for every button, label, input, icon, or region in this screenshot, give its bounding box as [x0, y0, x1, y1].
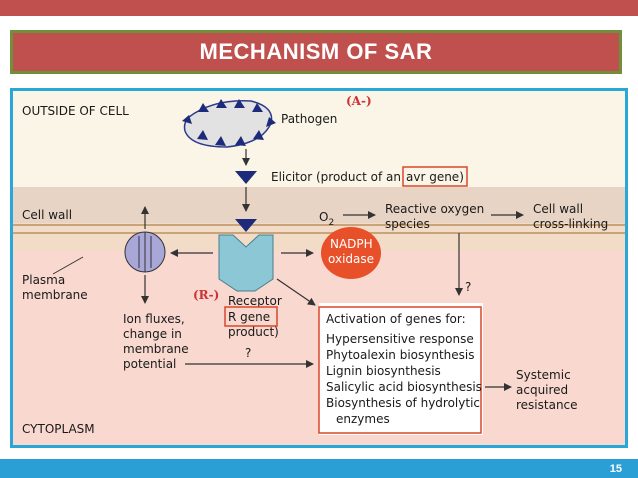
ion-flux-label-3: membrane	[123, 342, 189, 356]
ros-label-2: species	[385, 217, 430, 231]
ion-flux-label-4: potential	[123, 357, 176, 371]
title-banner: MECHANISM OF SAR	[10, 30, 622, 74]
plasma-label-2: membrane	[22, 288, 88, 302]
ion-channel	[124, 231, 166, 273]
gene-item-3: Lignin biosynthesis	[326, 364, 441, 378]
crosslink-label-2: cross-linking	[533, 217, 608, 231]
ion-flux-label-2: change in	[123, 327, 182, 341]
r-gene-product-label: product)	[228, 325, 279, 339]
sar-label-1: Systemic	[516, 368, 571, 382]
avr-gene-label: avr gene)	[406, 170, 464, 184]
o2-subscript: 2	[328, 218, 334, 228]
genes-highlight	[318, 306, 482, 434]
genes-title: Activation of genes for:	[326, 312, 466, 326]
outside-region	[13, 91, 625, 187]
sar-diagram-svg: OUTSIDE OF CELL Cell wall Plasma membran…	[13, 91, 625, 445]
ros-label-1: Reactive oxygen	[385, 202, 484, 216]
r-gene-highlight	[224, 306, 278, 327]
gene-item-4: Salicylic acid biosynthesis	[326, 380, 482, 394]
ion-question: ?	[245, 346, 251, 360]
gene-item-6: enzymes	[336, 412, 390, 426]
pathogen-shape	[182, 99, 276, 148]
cell-wall-label: Cell wall	[22, 208, 72, 222]
elicitor-triangle	[235, 171, 257, 184]
gene-item-2: Phytoalexin biosynthesis	[326, 348, 475, 362]
bottom-accent-bar	[0, 459, 638, 478]
plasma-label-1: Plasma	[22, 273, 65, 287]
receptor-shape	[218, 234, 274, 292]
o2-text: O	[319, 210, 328, 224]
elicitor-label: Elicitor (product of an	[271, 170, 401, 184]
receptor-label: Receptor	[228, 294, 282, 308]
receptor-to-genes-arrow	[276, 278, 316, 306]
sar-label-2: acquired	[516, 383, 568, 397]
nadph-label-1: NADPH	[330, 237, 373, 251]
sar-label-3: resistance	[516, 398, 578, 412]
crosslink-label-1: Cell wall	[533, 202, 583, 216]
elicitor-bound-triangle	[235, 219, 257, 232]
gene-item-1: Hypersensitive response	[326, 332, 474, 346]
genes-panel	[319, 303, 483, 435]
membrane-region	[13, 223, 625, 251]
top-accent-bar	[0, 0, 638, 16]
outside-label: OUTSIDE OF CELL	[22, 104, 129, 118]
nadph-oxidase	[321, 227, 381, 279]
slide-number: 15	[609, 463, 622, 475]
r-minus-label: (R-)	[193, 288, 219, 302]
pathogen-label: Pathogen	[281, 112, 337, 126]
sar-diagram: OUTSIDE OF CELL Cell wall Plasma membran…	[10, 88, 628, 448]
nadph-label-2: oxidase	[328, 252, 374, 266]
avr-gene-highlight	[402, 166, 468, 187]
plasma-pointer-line	[52, 256, 84, 275]
a-minus-label: (A-)	[346, 94, 372, 108]
gene-item-5: Biosynthesis of hydrolytic	[326, 396, 480, 410]
ion-flux-label-1: Ion fluxes,	[123, 312, 185, 326]
slide-title: MECHANISM OF SAR	[199, 39, 433, 64]
o2-label: O2	[319, 210, 334, 228]
ros-question: ?	[465, 280, 471, 294]
cytoplasm-label: CYTOPLASM	[22, 422, 95, 436]
r-gene-label: R gene	[228, 310, 270, 324]
